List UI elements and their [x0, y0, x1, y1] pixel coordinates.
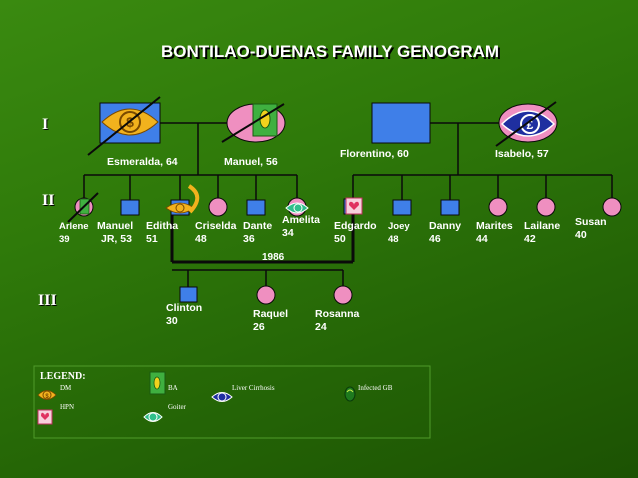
rosanna-symbol [333, 285, 353, 305]
susan-symbol [602, 197, 622, 217]
svg-text:£: £ [527, 118, 534, 132]
children-lines [172, 269, 344, 287]
legend-hpn-icon [37, 409, 53, 425]
page-title: BONTILAO-DUENAS FAMILY GENOGRAM [160, 42, 500, 61]
legend-hpn-label: HPN [60, 403, 75, 411]
florentino-symbol [371, 102, 431, 144]
manuel-jr-symbol [120, 199, 140, 216]
legend-liver-cirrhosis-icon [211, 392, 233, 402]
legend-dm-icon: $ [37, 390, 57, 400]
criselda-symbol [208, 197, 228, 217]
generation-label-2: II [42, 192, 55, 209]
generation-label-1: I [42, 116, 49, 133]
raquel-symbol [256, 285, 276, 305]
danny-symbol [440, 199, 460, 216]
manuel-label: Manuel, 56 [224, 156, 278, 168]
isabelo-symbol: £ [495, 101, 558, 147]
esmeralda-label: Esmeralda, 64 [107, 156, 178, 168]
clinton-symbol [179, 286, 198, 303]
edgardo-symbol [343, 197, 363, 215]
legend-ba-label: BA [168, 384, 178, 392]
florentino-label: Florentino, 60 [340, 148, 409, 160]
legend-dm-label: DM [60, 384, 72, 392]
dm-icon [165, 202, 195, 214]
marites-symbol [488, 197, 508, 217]
legend-infected-gb-icon [344, 386, 356, 402]
editha-symbol [165, 184, 200, 216]
legend-gb-label: Infected GB [358, 384, 393, 392]
joey-symbol [392, 199, 412, 216]
legend-box [33, 365, 431, 439]
svg-text:$: $ [45, 394, 49, 400]
legend-ba-icon [149, 371, 166, 395]
generation-label-3: III [38, 292, 57, 309]
lailane-symbol [536, 197, 556, 217]
marriage-year: 1986 [262, 252, 285, 263]
arlene-symbol [67, 192, 99, 223]
esmeralda-symbol: $ [87, 96, 161, 156]
legend-title: LEGEND: [40, 371, 86, 382]
amelita-symbol [285, 197, 309, 217]
connector-lines [83, 122, 613, 200]
legend-goiter-label: Goiter [168, 403, 186, 411]
isabelo-label: Isabelo, 57 [495, 148, 549, 160]
legend-liver-label: Liver Cirrhosis [232, 384, 275, 392]
goiter-icon [285, 202, 309, 214]
dante-symbol [246, 199, 266, 216]
legend-goiter-icon [143, 412, 163, 422]
marriage-line [170, 214, 355, 264]
manuel-symbol [221, 103, 286, 143]
